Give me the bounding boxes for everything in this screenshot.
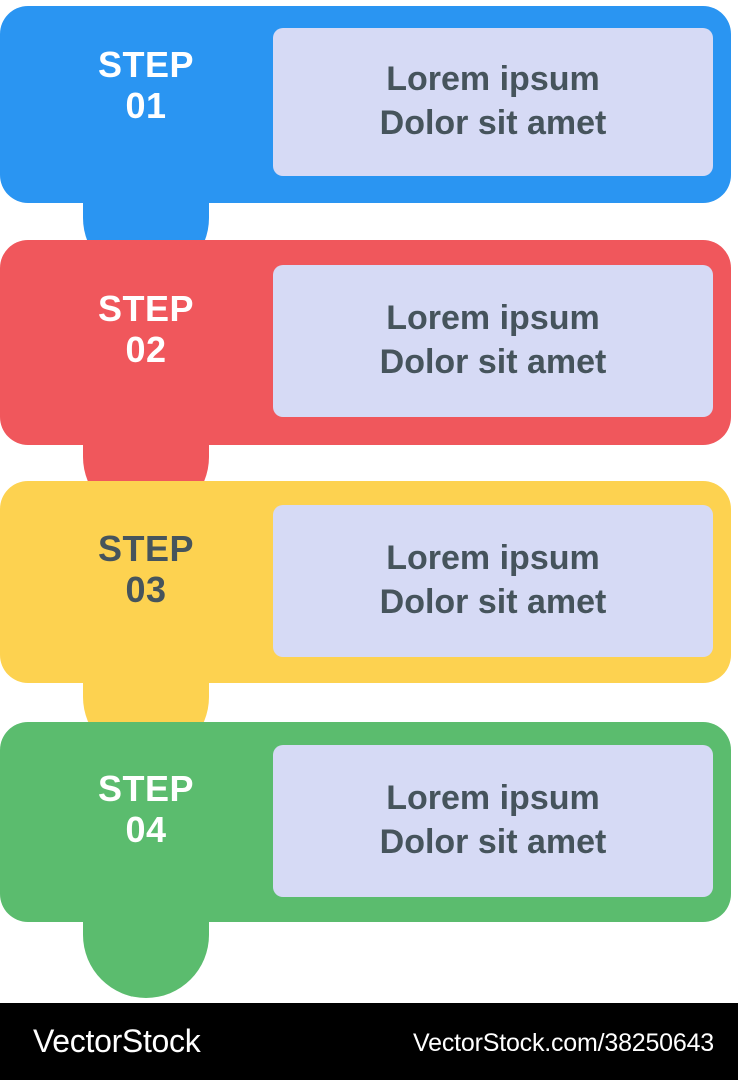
step-description-panel-03: Lorem ipsum Dolor sit amet — [273, 505, 713, 657]
step-block-01: STEP 01 Lorem ipsum Dolor sit amet — [0, 6, 731, 281]
step-label-01: STEP 01 — [40, 44, 252, 127]
step-label-02: STEP 02 — [40, 288, 252, 371]
step-block-02: STEP 02 Lorem ipsum Dolor sit amet — [0, 240, 731, 520]
step-description-line-1-04: Lorem ipsum — [386, 779, 600, 818]
step-label-04: STEP 04 — [40, 768, 252, 851]
step-description-panel-01: Lorem ipsum Dolor sit amet — [273, 28, 713, 176]
step-block-03: STEP 03 Lorem ipsum Dolor sit amet — [0, 481, 731, 760]
step-word-02: STEP — [97, 288, 195, 329]
step-block-04: STEP 04 Lorem ipsum Dolor sit amet — [0, 722, 731, 998]
step-connector-tongue-04 — [83, 922, 209, 998]
step-label-03: STEP 03 — [40, 528, 252, 611]
step-description-line-2-04: Dolor sit amet — [379, 823, 607, 861]
infographic-canvas: STEP 01 Lorem ipsum Dolor sit amet STEP … — [0, 6, 731, 998]
watermark-footer-bar: VectorStock VectorStock.com/38250643 — [0, 1003, 738, 1080]
vectorstock-logo-wordmark: VectorStock — [33, 1023, 201, 1059]
step-number-02: 02 — [125, 329, 167, 371]
step-description-panel-04: Lorem ipsum Dolor sit amet — [273, 745, 713, 897]
step-number-04: 04 — [125, 809, 167, 851]
step-description-line-1-03: Lorem ipsum — [386, 539, 600, 578]
step-word-04: STEP — [97, 768, 195, 809]
step-description-line-2-01: Dolor sit amet — [379, 104, 607, 142]
step-description-line-2-02: Dolor sit amet — [379, 343, 607, 381]
step-word-03: STEP — [97, 528, 195, 569]
step-word-01: STEP — [97, 44, 195, 85]
step-number-03: 03 — [125, 569, 167, 611]
step-description-panel-02: Lorem ipsum Dolor sit amet — [273, 265, 713, 417]
step-number-01: 01 — [125, 85, 167, 127]
step-description-line-1-01: Lorem ipsum — [386, 60, 600, 99]
step-description-line-1-02: Lorem ipsum — [386, 299, 600, 338]
vectorstock-url-text: VectorStock.com/38250643 — [413, 1029, 714, 1057]
step-description-line-2-03: Dolor sit amet — [379, 583, 607, 621]
